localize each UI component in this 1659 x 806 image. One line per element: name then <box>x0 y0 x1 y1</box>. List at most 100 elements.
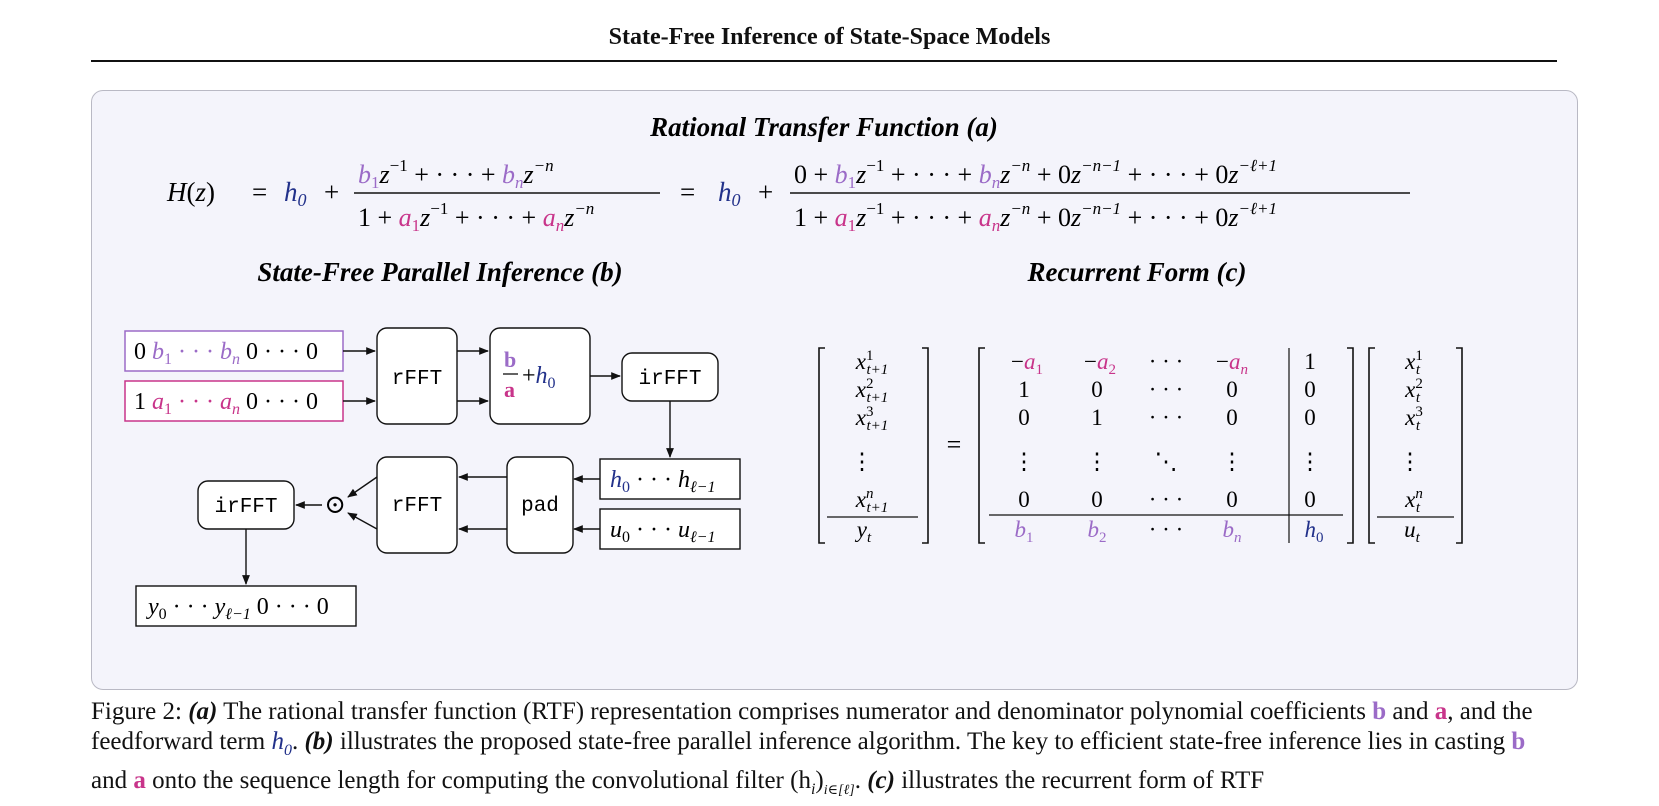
caption-a-text: The rational transfer function (RTF) rep… <box>217 698 1373 725</box>
matrix-cell: −an <box>1216 349 1248 378</box>
caption-period-2: . <box>854 767 868 794</box>
matrix-cell: 1 <box>1018 377 1030 402</box>
matrix-cell: · · · <box>1149 377 1183 402</box>
matrix-cell: ⋮ <box>1299 449 1322 474</box>
section-a-title: Rational Transfer Function (a) <box>649 112 998 142</box>
caption-a-symbol: a <box>1434 698 1448 725</box>
ratio-numerator-b: b <box>504 347 516 372</box>
rhs-left-bracket <box>1368 347 1375 544</box>
caption-b-symbol-2: b <box>1511 728 1526 755</box>
header-rule <box>91 60 1557 62</box>
caption-b-text-2: onto the sequence length for computing t… <box>145 767 811 794</box>
plus-sign: + <box>324 177 339 207</box>
irfft-label-top: irFFT <box>638 368 701 391</box>
matrix-cell: · · · <box>1149 487 1183 512</box>
numerator-2: 0 + b1z−1 + · · · + bnz−n + 0z−n−1 + · ·… <box>794 156 1277 192</box>
matrix-cell: h0 <box>1305 517 1324 546</box>
caption-period: . <box>291 728 305 755</box>
matrix-cell: ⋮ <box>1221 449 1244 474</box>
figure-panel: Rational Transfer Function (a) State-Fre… <box>91 90 1578 690</box>
section-c-title: Recurrent Form (c) <box>1027 257 1247 287</box>
figure-caption: Figure 2: (a) The rational transfer func… <box>91 697 1561 806</box>
caption-a-label: (a) <box>188 698 218 725</box>
pad-box <box>506 456 574 554</box>
caption-c-text: illustrates the recurrent form of RTF <box>894 767 1265 794</box>
figure-canvas: Rational Transfer Function (a) State-Fre… <box>124 112 1463 627</box>
u-vector-box <box>599 508 741 550</box>
rfft-box-top <box>376 327 458 425</box>
matrix-cell: ⋱ <box>1155 449 1178 474</box>
rfft-label-top: rFFT <box>392 368 442 391</box>
caption-h0-symbol: h0 <box>271 728 292 759</box>
matrix-right-bracket <box>1347 347 1354 544</box>
caption-b-label: (b) <box>304 728 334 755</box>
rhs-ut: ut <box>1404 517 1421 546</box>
matrix-cell: 0 <box>1091 487 1103 512</box>
running-header: State-Free Inference of State-Space Mode… <box>608 24 1051 50</box>
a-vector: 1 a1 · · · an 0 · · · 0 <box>134 389 318 418</box>
ratio-plus-h0: +h0 <box>522 363 556 392</box>
pad-label: pad <box>521 495 559 518</box>
h-vector: h0 · · · hℓ−1 <box>610 467 715 496</box>
lhs-vdots: ⋮ <box>851 449 874 474</box>
b-vector-box <box>124 330 344 372</box>
matrix-cell: 0 <box>1091 377 1103 402</box>
h0-term-2: h0 <box>718 177 741 210</box>
y-vector-box <box>135 585 357 627</box>
caption-a-text-2: , and the feedforward term <box>91 698 1533 755</box>
plus-sign-2: + <box>758 177 773 207</box>
matrix-cell: 0 <box>1304 487 1316 512</box>
caption-and: and <box>1386 698 1435 725</box>
caption-and-2: and <box>91 767 134 794</box>
matrix-cell: 0 <box>1226 487 1238 512</box>
arrow-rfft-to-hadamard-2 <box>347 512 378 530</box>
lhs-right-bracket <box>922 347 929 544</box>
lhs-yt: yt <box>855 517 872 546</box>
caption-c-label: (c) <box>867 767 895 794</box>
h0-term: h0 <box>284 177 307 210</box>
matrix-cell: · · · <box>1149 405 1183 430</box>
caption-b-text: illustrates the proposed state-free para… <box>333 728 1512 755</box>
equals-sign-2: = <box>680 177 695 207</box>
lhs-left-bracket <box>818 347 825 544</box>
matrix-cell: bn <box>1223 517 1242 546</box>
caption-figure-label: Figure 2: <box>91 698 182 725</box>
matrix-left-bracket <box>978 347 985 544</box>
recurrent-equals: = <box>947 430 962 459</box>
matrix-cell: 0 <box>1018 405 1030 430</box>
transfer-function-equation: H(z) = h0 + b1z−1 + · · · + bnz−n 1 + a1… <box>166 156 1410 235</box>
b-vector: 0 b1 · · · bn 0 · · · 0 <box>134 339 318 368</box>
irfft-label-bottom: irFFT <box>214 496 277 519</box>
state-matrix: −a1 −a2 · · · −an 1 1 0 · · · 0 0 0 1 · … <box>1011 349 1323 546</box>
matrix-cell: ⋮ <box>1013 449 1036 474</box>
caption-a-symbol-2: a <box>133 767 146 794</box>
numerator-1: b1z−1 + · · · + bnz−n <box>358 156 554 192</box>
matrix-cell: 0 <box>1226 405 1238 430</box>
parallel-inference-diagram: 0 b1 · · · bn 0 · · · 0 1 a1 · · · an 0 … <box>124 327 741 627</box>
section-b-title: State-Free Parallel Inference (b) <box>257 257 622 287</box>
equals-sign: = <box>252 177 267 207</box>
ratio-denominator-a: a <box>504 377 515 402</box>
rhs-vdots: ⋮ <box>1399 449 1422 474</box>
caption-filter-range: i∈[ℓ] <box>823 783 855 798</box>
rfft-label-bottom: rFFT <box>392 495 442 518</box>
caption-b-symbol: b <box>1372 698 1387 725</box>
a-vector-box <box>124 380 344 422</box>
matrix-cell: −a2 <box>1084 349 1116 378</box>
denominator-2: 1 + a1z−1 + · · · + anz−n + 0z−n−1 + · ·… <box>794 199 1277 235</box>
matrix-cell: · · · <box>1149 349 1183 374</box>
matrix-cell: 1 <box>1304 349 1316 374</box>
matrix-cell: 0 <box>1304 377 1316 402</box>
matrix-cell: −a1 <box>1011 349 1043 378</box>
